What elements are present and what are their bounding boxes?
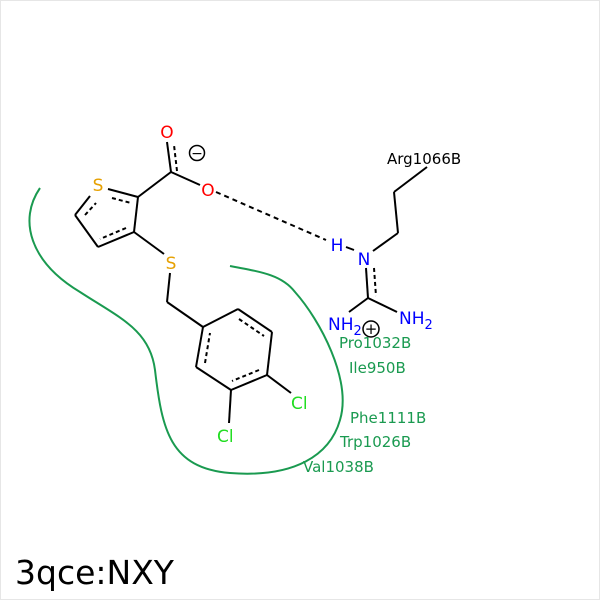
residue-label-val: Val1038B (303, 458, 374, 476)
residue-label-ile: Ile950B (349, 359, 406, 377)
positive-charge-icon: + (362, 320, 380, 338)
hydrophobic-curve-left (28, 187, 344, 475)
sulfur-atom-ring: S (93, 176, 104, 196)
negative-charge-icon: − (188, 144, 206, 162)
hydrogen-atom-arg: H (331, 236, 344, 256)
thioether-linker-bonds (133, 231, 204, 328)
positive-charge-symbol: + (365, 320, 378, 338)
diagram-title: 3qce:NXY (15, 553, 175, 592)
residue-label-arg: Arg1066B (387, 150, 461, 168)
nitrogen-atom-arg: N (358, 250, 371, 270)
dichlorophenyl-ring (195, 308, 292, 424)
thiophene-ring (74, 188, 139, 248)
carboxylate-bonds (137, 141, 201, 198)
arginine-sidechain-bonds (345, 166, 428, 313)
residue-label-pro: Pro1032B (339, 334, 411, 352)
oxygen-atom-carboxylate: O (201, 181, 214, 201)
amine-left-label: NH (328, 315, 354, 335)
amine-left-subscript: 2 (354, 324, 362, 339)
hydrogen-bond (215, 191, 327, 241)
residue-label-trp: Trp1026B (339, 433, 411, 451)
chlorine-atom-1: Cl (291, 394, 308, 414)
amine-group-right: NH2 (399, 309, 433, 333)
amine-right-label: NH (399, 309, 425, 329)
negative-charge-symbol: − (191, 146, 203, 162)
amine-group-left: NH2 (328, 315, 362, 339)
chlorine-atom-2: Cl (217, 427, 234, 447)
amine-right-subscript: 2 (425, 318, 433, 333)
sulfur-atom-linker: S (166, 254, 177, 274)
residue-label-phe: Phe1111B (350, 409, 426, 427)
oxygen-atom-carbonyl: O (160, 123, 173, 143)
